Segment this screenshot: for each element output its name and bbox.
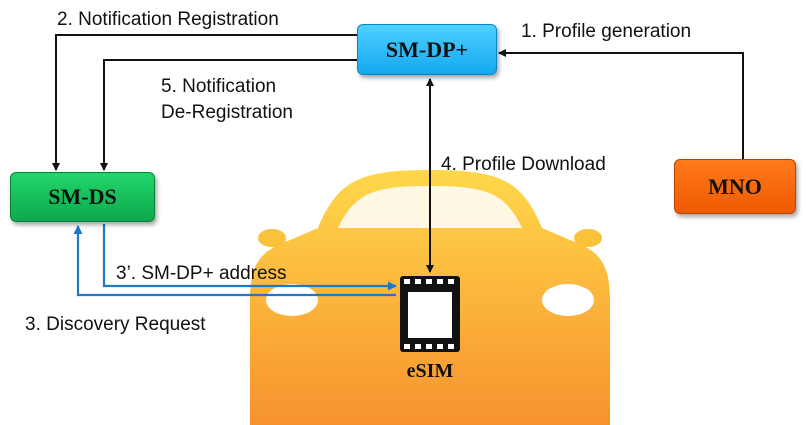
- smds-label: SM-DS: [48, 184, 117, 209]
- mno-node: MNO: [674, 159, 796, 214]
- label-discovery-request: 3. Discovery Request: [25, 314, 206, 335]
- esim-chip-icon: [400, 276, 460, 352]
- label-notification-registration: 2. Notification Registration: [57, 9, 279, 30]
- esim-label: eSIM: [406, 360, 454, 382]
- label-notification-deregistration-line2: De-Registration: [161, 102, 293, 123]
- edge-notification-deregistration: [100, 59, 357, 171]
- label-profile-generation: 1. Profile generation: [521, 21, 692, 42]
- edge-profile-generation: [498, 49, 744, 159]
- label-profile-download: 4. Profile Download: [441, 154, 606, 175]
- edge-discovery-request: [73, 225, 396, 297]
- label-smdp-address: 3’. SM-DP+ address: [116, 263, 287, 284]
- mno-label: MNO: [708, 173, 762, 199]
- smdp-label: SM-DP+: [385, 36, 469, 62]
- smdp-node: SM-DP+: [357, 24, 497, 75]
- edge-notification-registration: [52, 34, 357, 171]
- smds-node: SM-DS: [10, 172, 155, 222]
- label-notification-deregistration-line1: 5. Notification: [161, 76, 277, 97]
- edge-smdp-address: [102, 224, 397, 291]
